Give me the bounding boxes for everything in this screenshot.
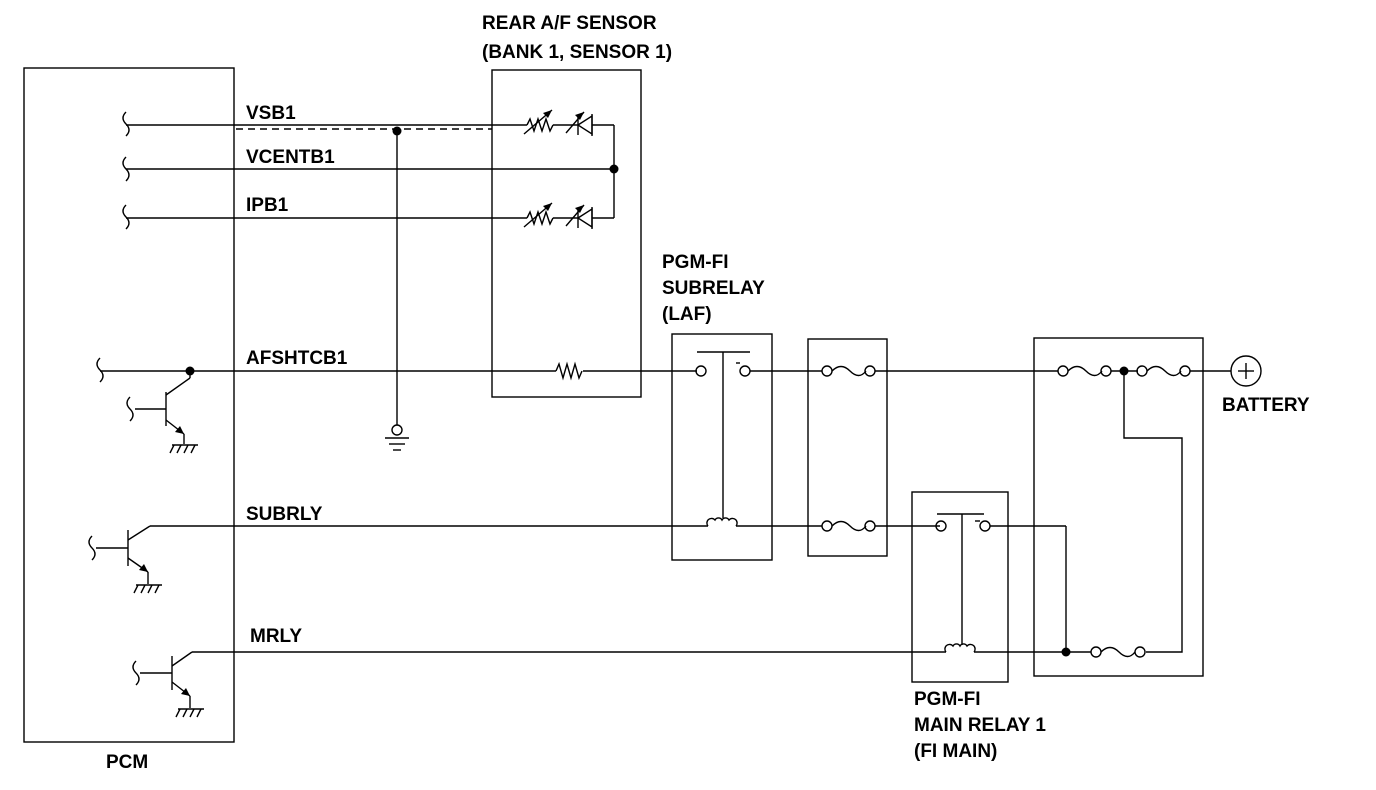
mainrelay-label-line3: (FI MAIN): [914, 741, 997, 762]
pgm-fi-subrelay-box: [671, 333, 773, 561]
battery-label: BATTERY: [1222, 395, 1310, 416]
fuse-right-top-2: [1136, 365, 1231, 377]
transistor-subrly: [88, 525, 162, 594]
pcm-label: PCM: [106, 752, 148, 773]
sensor-junction-dot: [609, 164, 619, 174]
subrly-label: SUBRLY: [246, 504, 323, 525]
sensor-cell-top: [492, 109, 615, 218]
afshtcb1-label: AFSHTCB1: [246, 348, 348, 369]
transistor-afshtcb1: [126, 371, 198, 454]
vsb1-label: VSB1: [246, 103, 296, 124]
fuse-box-right: [1033, 337, 1204, 677]
transistor-mrly: [132, 651, 204, 718]
mainrelay-label-line1: PGM-FI: [914, 689, 981, 710]
main-relay-switch: [935, 513, 1067, 652]
fuse-bottom: [821, 520, 940, 532]
vcentb1-label: VCENTB1: [246, 147, 335, 168]
fuse-right-bottom: [1061, 646, 1146, 658]
subrelay-label-line3: (LAF): [662, 304, 712, 325]
rear-af-sensor-box: [491, 69, 642, 398]
battery-icon: [1230, 355, 1262, 387]
main-relay-coil: [944, 643, 1066, 653]
fuse-right-feed-wire: [1123, 371, 1183, 653]
pcm-input-squiggles: [96, 111, 130, 383]
pgm-fi-main-relay-box: [911, 491, 1009, 683]
mainrelay-label-line2: MAIN RELAY 1: [914, 715, 1046, 736]
sensor-title-line2: (BANK 1, SENSOR 1): [482, 42, 672, 63]
sensor-title-line1: REAR A/F SENSOR: [482, 13, 657, 34]
ground-symbol: [385, 424, 409, 451]
heater-resistor: [555, 361, 583, 381]
ipb1-label: IPB1: [246, 195, 289, 216]
fuse-box-middle: [807, 338, 888, 557]
sensor-cell-bottom: [492, 202, 614, 229]
fuse-top: [821, 365, 1058, 377]
subrelay-switch: [695, 351, 822, 518]
junction-dot: [392, 126, 402, 136]
subrelay-label-line1: PGM-FI: [662, 252, 729, 273]
subrelay-coil: [706, 517, 822, 527]
subrelay-label-line2: SUBRELAY: [662, 278, 765, 299]
pcm-box: [23, 67, 235, 743]
mrly-label: MRLY: [250, 626, 302, 647]
